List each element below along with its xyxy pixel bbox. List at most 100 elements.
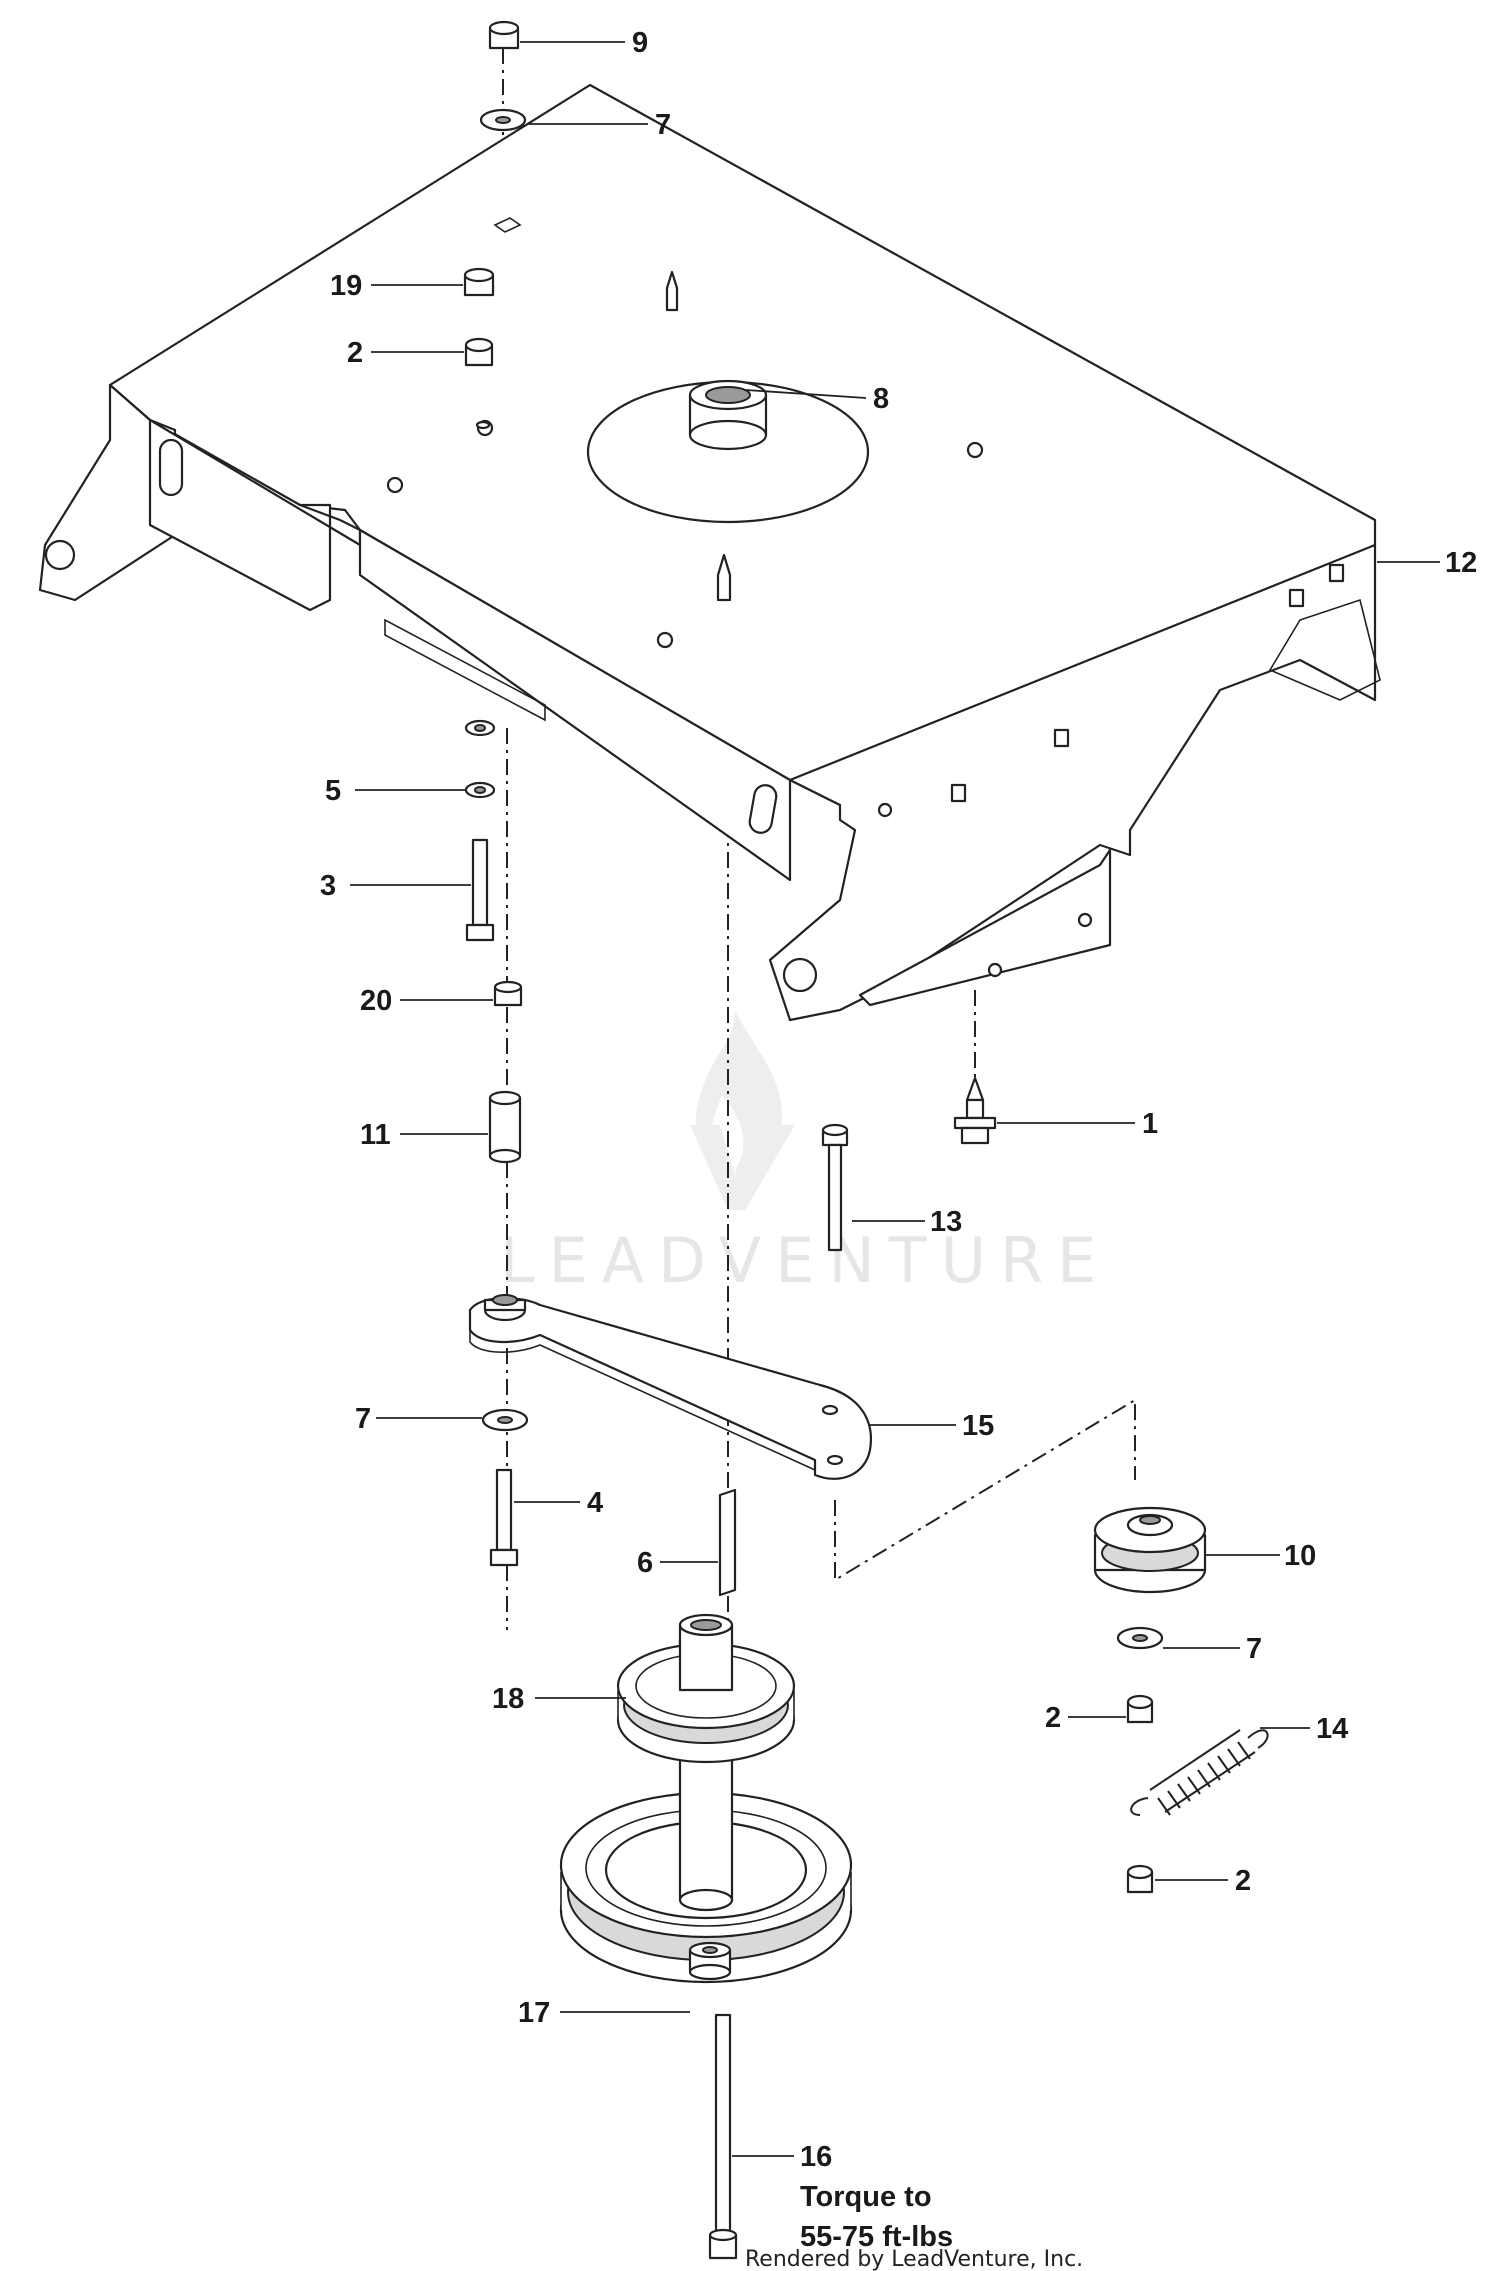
deck-plate-hole-right xyxy=(782,957,818,993)
callout-3: 3 xyxy=(320,870,336,902)
callout-1: 1 xyxy=(1142,1108,1158,1140)
idler-arm xyxy=(468,1294,872,1480)
leader-lines xyxy=(350,41,1440,2157)
deck-plate-hole xyxy=(877,802,893,818)
callout-7: 7 xyxy=(655,109,671,141)
torque-note: Torque to 55-75 ft-lbs xyxy=(800,2181,953,2253)
washer-5a-hole xyxy=(474,724,486,732)
pin-1-hex xyxy=(960,1126,990,1145)
callout-7: 7 xyxy=(1246,1633,1262,1665)
callout-5: 5 xyxy=(325,775,341,807)
idler-arm-boss-hole xyxy=(492,1294,518,1306)
deck-plate-hole xyxy=(987,962,1003,978)
idler-arm-body xyxy=(468,1296,872,1480)
spindle-disc xyxy=(586,270,870,602)
spacer-17-bottom xyxy=(688,1963,732,1981)
deck-plate-long-slot xyxy=(384,618,546,722)
idler-arm-hole-2 xyxy=(826,1454,844,1466)
idler-pulley xyxy=(1093,1506,1207,1594)
torque-note-line1: Torque to xyxy=(800,2181,932,2213)
nut-2-bottom-cap xyxy=(1126,1864,1154,1880)
callout-2: 2 xyxy=(1235,1865,1251,1897)
callout-19: 19 xyxy=(330,270,362,302)
washer-7-top-hole xyxy=(495,116,511,124)
key-6 xyxy=(718,1488,737,1597)
bolt-16-head-top xyxy=(708,2228,738,2242)
pin-1-body xyxy=(965,1098,985,1120)
callout-11: 11 xyxy=(360,1119,391,1151)
callout-12: 12 xyxy=(1445,547,1477,579)
nut-2-mid-cap xyxy=(1126,1694,1154,1710)
render-credit: Rendered by LeadVenture, Inc. xyxy=(745,2247,1083,2271)
pulley-fasteners xyxy=(1116,1626,1269,1894)
callout-2: 2 xyxy=(347,337,363,369)
arm-fasteners xyxy=(481,1408,737,1597)
pulley-hub-bore xyxy=(690,1619,722,1631)
deck-plate-hole-left xyxy=(44,539,76,571)
callout-18: 18 xyxy=(492,1683,524,1715)
deck-pin-bottom-body xyxy=(716,553,732,602)
deck-plate-left-flange xyxy=(38,383,177,602)
callout-10: 10 xyxy=(1284,1540,1316,1572)
bolt-13-shank xyxy=(827,1143,843,1252)
torque-note-line2: 55-75 ft-lbs xyxy=(800,2221,953,2253)
watermark-v-icon xyxy=(690,1125,795,1210)
spindle-hub-bottom xyxy=(688,419,768,451)
spindle-hub-bore xyxy=(705,386,751,404)
bolt-3-shank xyxy=(471,838,489,927)
bolt-4-head xyxy=(489,1548,519,1567)
callout-16: 16 xyxy=(800,2141,832,2173)
callout-2: 2 xyxy=(1045,1702,1061,1734)
callouts: 9 7 19 2 8 12 5 3 20 11 1 13 7 15 4 6 10… xyxy=(320,27,1477,2173)
callout-9: 9 xyxy=(632,27,648,59)
deck-plate-right-bracket xyxy=(1268,598,1381,701)
lock-nut-9-top xyxy=(488,20,520,36)
idler-arm-hole-1 xyxy=(821,1404,839,1416)
deck-plate-hole xyxy=(386,476,404,494)
deck-plate-slot-right xyxy=(748,784,778,834)
idler-arm-edge xyxy=(469,1330,816,1471)
right-fasteners xyxy=(821,1076,997,1252)
callout-20: 20 xyxy=(360,985,392,1017)
deck-plate-square-hole xyxy=(1288,588,1305,608)
callout-8: 8 xyxy=(873,383,889,415)
deck-plate-square-hole xyxy=(950,783,967,803)
deck-plate xyxy=(38,83,1381,1022)
watermark: LEADVENTURE xyxy=(500,1010,1110,1297)
idler-pulley-bore xyxy=(1139,1515,1161,1525)
deck-plate-hole xyxy=(1077,912,1093,928)
callout-14: 14 xyxy=(1316,1713,1348,1745)
bushing-11 xyxy=(488,1096,522,1158)
drive-pulley xyxy=(559,1613,853,1984)
spacer-17-hole xyxy=(702,1946,718,1954)
washer-7-right-hole xyxy=(1132,1634,1148,1642)
callout-4: 4 xyxy=(587,1487,603,1519)
bolt-16-shank xyxy=(714,2013,732,2237)
bushing-11-bottom xyxy=(488,1148,522,1164)
washer-7-mid-hole xyxy=(497,1416,513,1424)
watermark-text: LEADVENTURE xyxy=(500,1224,1110,1297)
bolt-13-head-top xyxy=(821,1123,849,1137)
pin-1-flange xyxy=(953,1116,997,1130)
pin-1-tip xyxy=(965,1076,985,1102)
deck-plate-square-hole xyxy=(1328,563,1345,583)
callout-15: 15 xyxy=(962,1410,994,1442)
bolt-3-head xyxy=(465,923,495,942)
pulley-shaft-bottom xyxy=(678,1888,734,1912)
callout-13: 13 xyxy=(930,1206,962,1238)
callout-17: 17 xyxy=(518,1997,550,2029)
deck-hole-under-nut xyxy=(475,420,491,430)
deck-pin-top-body xyxy=(665,270,679,312)
left-fastener-stack xyxy=(464,719,523,1164)
bushing-11-top xyxy=(488,1090,522,1106)
pulley-bottom-fasteners xyxy=(688,1941,738,2260)
washer-5b-hole xyxy=(474,786,486,794)
deck-plate-hole xyxy=(966,441,984,459)
spacer-20-top xyxy=(493,980,523,994)
spring-14 xyxy=(1130,1729,1269,1816)
callout-6: 6 xyxy=(637,1547,653,1579)
deck-plate-hole xyxy=(656,631,674,649)
deck-plate-slot-left xyxy=(158,438,184,497)
bolt-4-shank xyxy=(495,1468,513,1552)
